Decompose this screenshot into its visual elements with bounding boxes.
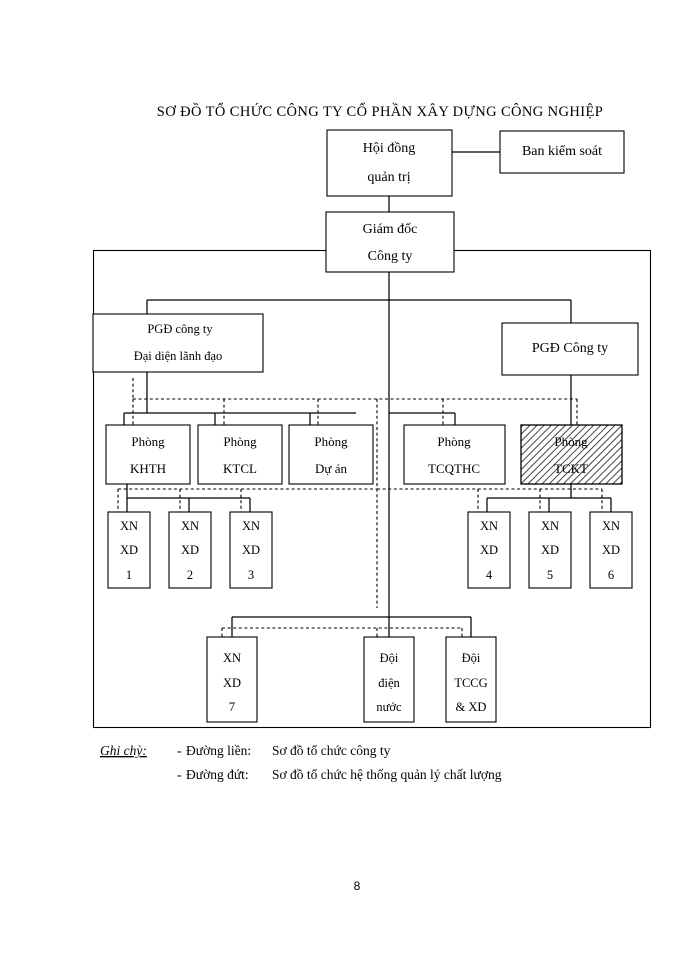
node-phong-tckt-line1: Phòng <box>554 434 588 449</box>
node-xn-xd-5-line2: XD <box>541 543 559 557</box>
node-xn-xd-1[interactable]: XN XD 1 <box>107 511 151 589</box>
node-ban-kiem-soat[interactable]: Ban kiểm soát <box>499 130 625 174</box>
node-xn-xd-3-line3: 3 <box>248 568 254 582</box>
legend-row2-dash: - <box>177 767 182 782</box>
page-number: 8 <box>354 879 361 893</box>
node-ban-kiem-soat-line1: Ban kiểm soát <box>522 144 602 159</box>
node-phong-tckt-line2: TCKT <box>554 461 588 476</box>
node-pgd-cong-ty-line1: PGĐ Công ty <box>532 341 608 356</box>
node-xn-xd-2-line1: XN <box>181 519 199 533</box>
node-xn-xd-1-line1: XN <box>120 519 138 533</box>
node-phong-ktcl-line1: Phòng <box>223 434 257 449</box>
node-xn-xd-7[interactable]: XN XD 7 <box>206 636 258 723</box>
node-xn-xd-1-line2: XD <box>120 543 138 557</box>
node-doi-tccg-line2: TCCG <box>454 676 487 690</box>
node-xn-xd-3[interactable]: XN XD 3 <box>229 511 273 589</box>
node-xn-xd-7-line2: XD <box>223 676 241 690</box>
node-xn-xd-6-line3: 6 <box>608 568 614 582</box>
node-doi-tccg-line3: & XD <box>456 700 487 714</box>
node-pgd-cong-ty[interactable]: PGĐ Công ty <box>501 322 639 376</box>
node-giam-doc-line1: Giám đốc <box>363 222 418 237</box>
connectors-dashed <box>117 378 603 637</box>
node-hoi-dong-quan-tri[interactable]: Hội đồng quản trị <box>326 129 453 197</box>
node-doi-dien-nuoc[interactable]: Đội điện nước <box>363 636 415 723</box>
legend: Ghi chỳ: - Đường liền: Sơ đồ tổ chức côn… <box>100 743 502 782</box>
node-xn-xd-2-line2: XD <box>181 543 199 557</box>
node-xn-xd-7-line3: 7 <box>229 700 235 714</box>
node-xn-xd-6-line1: XN <box>602 519 620 533</box>
connectors-solid <box>123 151 612 637</box>
node-xn-xd-4-line2: XD <box>480 543 498 557</box>
page-title: SƠ ĐỒ TỔ CHỨC CÔNG TY CỔ PHẦN XÂY DỰNG C… <box>157 102 604 120</box>
node-doi-dien-nuoc-line2: điện <box>378 676 400 690</box>
node-doi-dien-nuoc-line1: Đội <box>380 651 399 665</box>
node-phong-khth-line2: KHTH <box>130 461 166 476</box>
node-doi-tccg-line1: Đội <box>462 651 481 665</box>
node-xn-xd-5-line3: 5 <box>547 568 553 582</box>
node-xn-xd-6[interactable]: XN XD 6 <box>589 511 633 589</box>
node-phong-ktcl[interactable]: Phòng KTCL <box>197 424 283 485</box>
node-xn-xd-2-line3: 2 <box>187 568 193 582</box>
node-pgd-dai-dien-lanh-dao[interactable]: PGĐ công ty Đại diện lãnh đạo <box>92 313 264 373</box>
node-hoi-dong-quan-tri-line1: Hội đồng <box>363 141 416 156</box>
legend-row1-dash: - <box>177 743 182 758</box>
node-phong-khth[interactable]: Phòng KHTH <box>105 424 191 485</box>
node-phong-du-an-line1: Phòng <box>314 434 348 449</box>
node-xn-xd-3-line1: XN <box>242 519 260 533</box>
node-xn-xd-4-line3: 4 <box>486 568 493 582</box>
node-xn-xd-3-line2: XD <box>242 543 260 557</box>
legend-row1-term: Đường liền: <box>186 743 251 758</box>
node-xn-xd-4-line1: XN <box>480 519 498 533</box>
node-giam-doc-line2: Công ty <box>368 249 413 264</box>
node-xn-xd-6-line2: XD <box>602 543 620 557</box>
node-xn-xd-4[interactable]: XN XD 4 <box>467 511 511 589</box>
node-phong-du-an-line2: Dự án <box>315 461 347 476</box>
node-pgd-ddld-line2: Đại diện lãnh đạo <box>134 349 223 363</box>
node-phong-tcqthc[interactable]: Phòng TCQTHC <box>403 424 506 485</box>
node-doi-dien-nuoc-line3: nước <box>376 700 402 714</box>
node-xn-xd-5[interactable]: XN XD 5 <box>528 511 572 589</box>
node-phong-khth-line1: Phòng <box>131 434 165 449</box>
node-giam-doc-cong-ty[interactable]: Giám đốc Công ty <box>325 211 455 273</box>
node-phong-tcqthc-line1: Phòng <box>437 434 471 449</box>
node-phong-ktcl-line2: KTCL <box>223 461 257 476</box>
node-doi-tccg-xd[interactable]: Đội TCCG & XD <box>445 636 497 723</box>
node-phong-tckt[interactable]: Phòng TCKT <box>520 424 623 485</box>
node-xn-xd-1-line3: 1 <box>126 568 132 582</box>
node-hoi-dong-quan-tri-line2: quản trị <box>367 170 410 185</box>
node-xn-xd-2[interactable]: XN XD 2 <box>168 511 212 589</box>
node-pgd-ddld-line1: PGĐ công ty <box>147 322 213 336</box>
node-phong-du-an[interactable]: Phòng Dự án <box>288 424 374 485</box>
legend-row2-term: Đường đứt: <box>186 767 249 782</box>
node-xn-xd-7-line1: XN <box>223 651 241 665</box>
node-xn-xd-5-line1: XN <box>541 519 559 533</box>
legend-row1-description: Sơ đồ tổ chức công ty <box>272 743 391 758</box>
node-phong-tcqthc-line2: TCQTHC <box>428 461 480 476</box>
legend-row2-description: Sơ đồ tổ chức hệ thống quản lý chất lượn… <box>272 767 502 782</box>
legend-key-label: Ghi chỳ: <box>100 743 147 758</box>
